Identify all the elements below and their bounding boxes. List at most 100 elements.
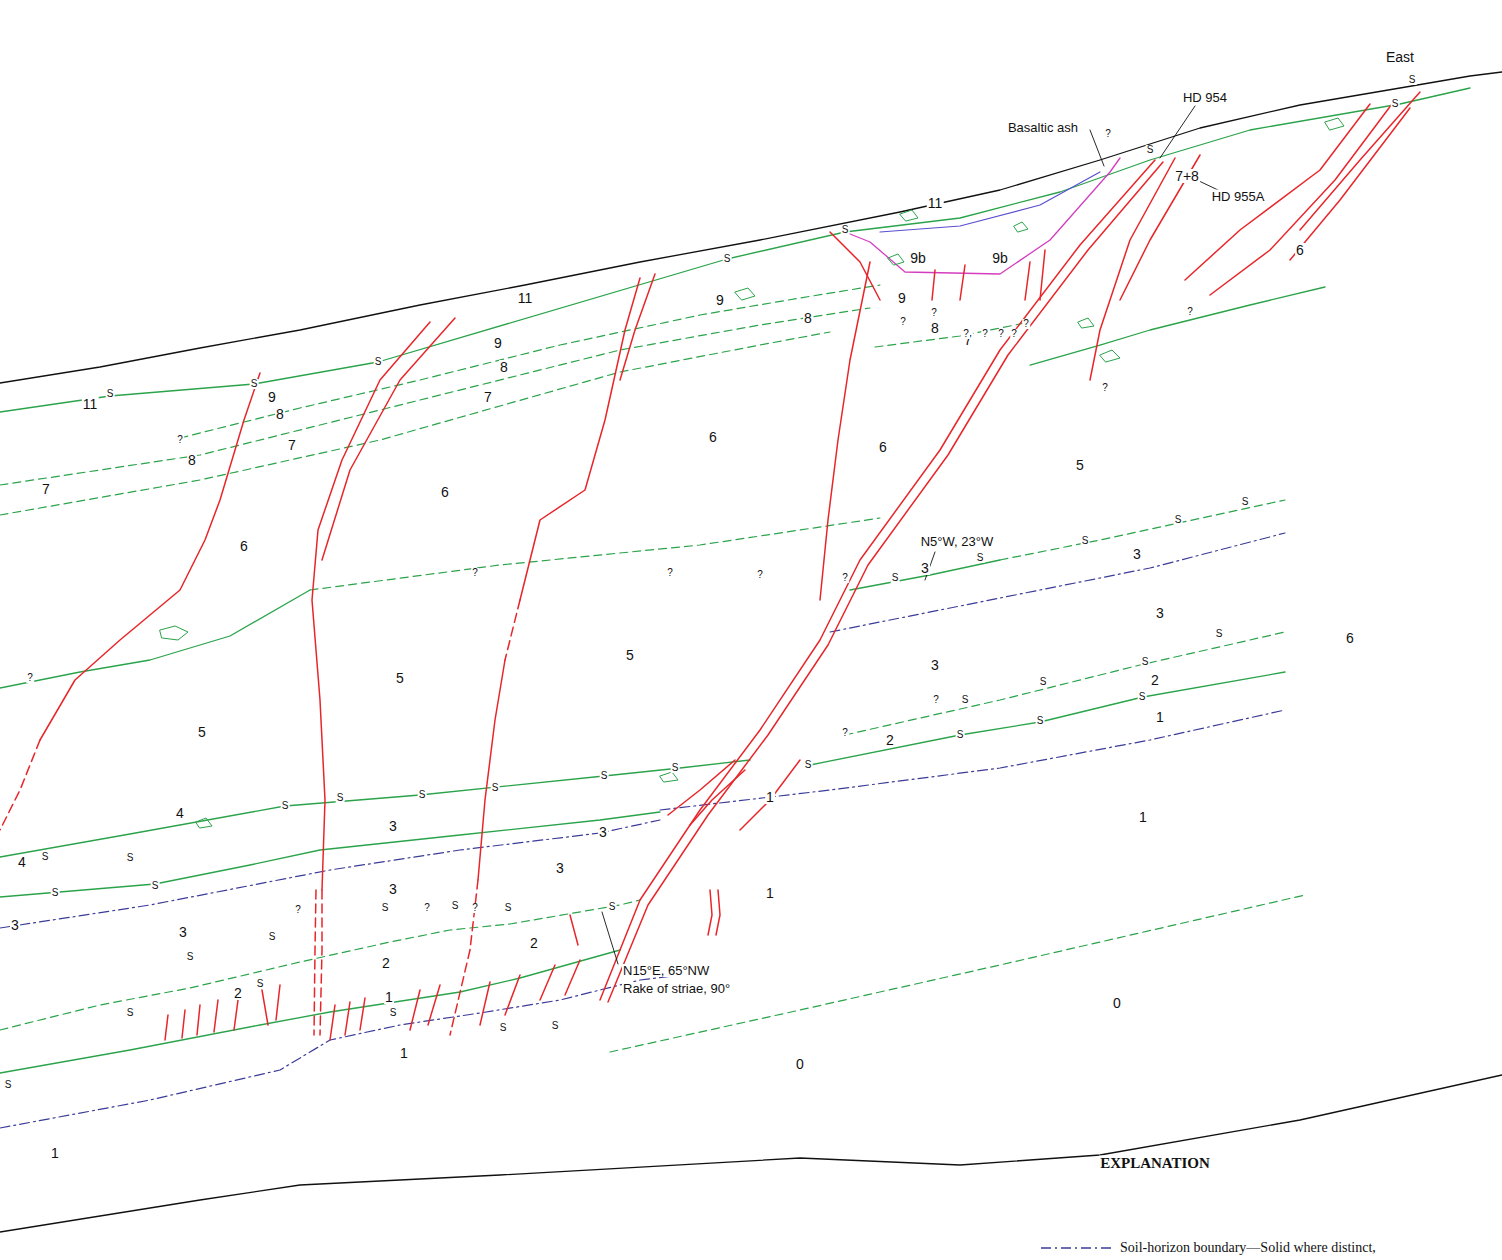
unit-number: 3 [930, 658, 940, 672]
clast [1325, 118, 1344, 130]
soil-marker: S [126, 853, 135, 863]
fault-line [478, 660, 505, 880]
query-mark: ? [423, 903, 431, 913]
unit-number: 3 [555, 861, 565, 875]
soil-marker: S [1039, 677, 1048, 687]
soil-marker: S [106, 389, 115, 399]
clast [160, 626, 188, 640]
fault-line [322, 318, 455, 560]
fault-line [165, 1015, 168, 1040]
soil-horizon-line [0, 975, 680, 1128]
soil-marker: S [381, 903, 390, 913]
fault-line [1025, 262, 1030, 300]
unit-number: 3 [598, 825, 608, 839]
attitude-note: Rake of striae, 90° [622, 982, 731, 995]
unit-number: 5 [395, 671, 405, 685]
soil-marker: S [1141, 657, 1150, 667]
query-mark: ? [294, 905, 302, 915]
soil-marker: S [41, 852, 50, 862]
soil-marker: S [1215, 629, 1224, 639]
clast [1014, 222, 1028, 232]
soil-marker: S [250, 379, 259, 389]
sample-label: HD 955A [1211, 190, 1266, 203]
line-sample [1040, 1243, 1114, 1253]
query-mark: ? [1186, 307, 1194, 317]
unit-number: 2 [1150, 673, 1160, 687]
soil-marker: S [374, 357, 383, 367]
unit-number: 4 [17, 855, 27, 869]
contact-line [0, 308, 870, 485]
unit-number: 1 [765, 790, 775, 804]
unit-number: 11 [517, 291, 534, 305]
query-mark: ? [962, 329, 970, 339]
clast [660, 772, 678, 782]
unit-number: 7 [287, 438, 297, 452]
query-mark: ? [930, 308, 938, 318]
contact-line [850, 560, 1000, 590]
soil-marker: S [671, 763, 680, 773]
soil-marker: S [51, 888, 60, 898]
fault-line [600, 160, 1155, 1000]
contact-line [1000, 500, 1285, 560]
fault-line [1300, 92, 1420, 230]
fault-line [450, 880, 478, 1035]
soil-marker: S [1174, 515, 1183, 525]
unit-number: 7+8 [1174, 169, 1200, 183]
fault-line [960, 265, 965, 300]
unit-number: 8 [930, 321, 940, 335]
contact-line [0, 590, 310, 688]
query-mark: ? [26, 673, 34, 683]
query-mark: ? [841, 573, 849, 583]
unit-number: 2 [529, 936, 539, 950]
clast [1100, 350, 1120, 362]
fault-line [262, 990, 268, 1025]
unit-number: 3 [10, 918, 20, 932]
unit-number: 9b [991, 251, 1009, 265]
unit-number: 2 [233, 986, 243, 1000]
soil-marker: S [976, 553, 985, 563]
leader-line [602, 912, 618, 964]
fault-line [708, 890, 712, 935]
fault-line [276, 985, 280, 1020]
contact-line [310, 518, 880, 590]
query-mark: ? [1104, 129, 1112, 139]
fault-line [410, 990, 420, 1030]
fault-line [320, 890, 322, 1035]
soil-marker: S [451, 901, 460, 911]
trench-floor [0, 1075, 1502, 1232]
contact-line [180, 285, 880, 438]
soil-horizon-line [830, 533, 1285, 632]
clast [1078, 318, 1094, 328]
soil-marker: S [961, 695, 970, 705]
unit-number: 2 [885, 733, 895, 747]
query-mark: ? [932, 695, 940, 705]
unit-number: 7 [483, 390, 493, 404]
fault-line [830, 232, 880, 300]
unit-number: 1 [50, 1146, 60, 1160]
legend-row: Soil-horizon boundary—Solid where distin… [1040, 1240, 1376, 1256]
contact-line [0, 760, 750, 857]
soil-marker: S [151, 881, 160, 891]
query-mark: ? [666, 568, 674, 578]
query-mark: ? [1010, 329, 1018, 339]
fault-line [932, 270, 935, 300]
unit-number: 1 [384, 990, 394, 1004]
unit-number: 0 [795, 1057, 805, 1071]
fault-line [345, 1002, 350, 1035]
query-mark: ? [981, 329, 989, 339]
query-mark: ? [899, 317, 907, 327]
ash-layer [880, 172, 1100, 232]
unit-number: 6 [1345, 631, 1355, 645]
fault-line [40, 373, 260, 740]
fault-line [505, 600, 520, 660]
unit-number: 9b [909, 251, 927, 265]
unit-number: 2 [381, 956, 391, 970]
fault-line [197, 1005, 200, 1035]
soil-horizon-line [660, 710, 1285, 810]
soil-marker: S [551, 1021, 560, 1031]
soil-marker: S [281, 801, 290, 811]
unit-number: 3 [920, 561, 930, 575]
unit-number: 3 [178, 925, 188, 939]
unit-number: 11 [927, 196, 944, 210]
